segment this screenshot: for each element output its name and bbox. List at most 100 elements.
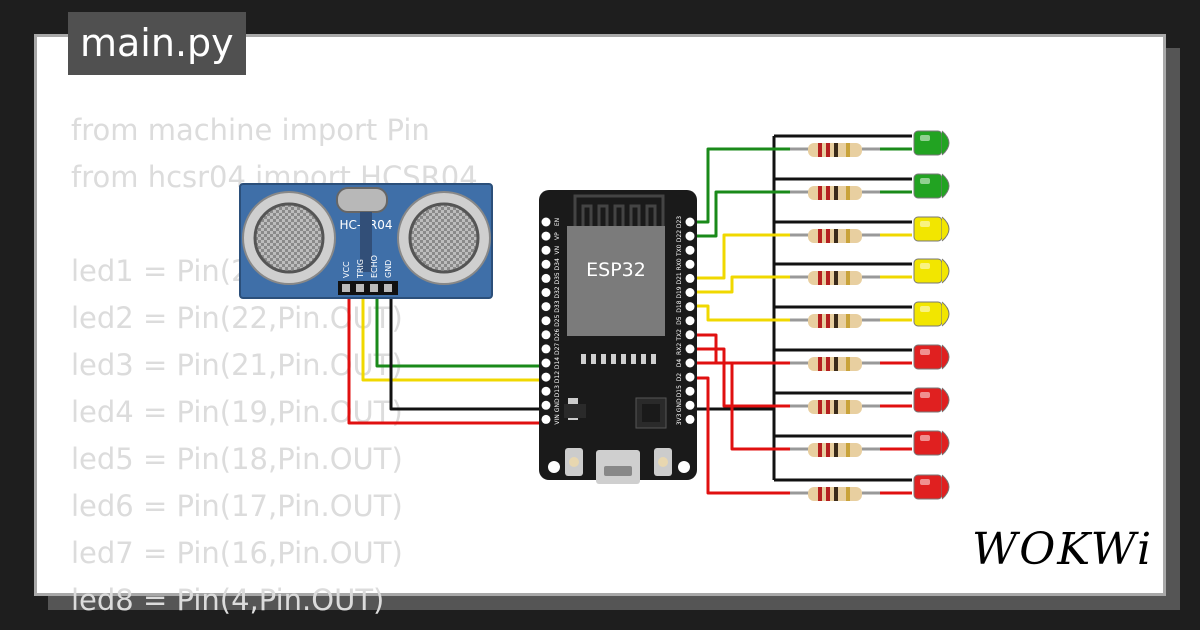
board-pin-label: D34 [554, 258, 561, 270]
board-pin-label: RX0 [676, 258, 683, 270]
board-label: ESP32 [586, 259, 646, 281]
board-pin-label: D26 [554, 328, 561, 340]
board-pin-label: TX0 [676, 244, 683, 257]
board-pin [685, 288, 695, 297]
board-pin-label: D18 [676, 300, 683, 312]
board-pin [541, 259, 551, 269]
board-pin [541, 386, 551, 396]
code-line: led2 = Pin(22,Pin.OUT) [71, 301, 403, 335]
led [913, 344, 943, 370]
board-pin [685, 316, 695, 326]
wires [347, 134, 912, 495]
board-pin-label: 3V3 [676, 413, 683, 425]
board-pin [541, 217, 551, 227]
board-pin-label: D2 [676, 373, 683, 382]
board-pin [685, 386, 695, 396]
board-pin-label: GND [554, 398, 561, 412]
board-pin [685, 231, 695, 241]
sensor-pin-label: ECHO [370, 255, 379, 278]
code-line: from machine import Pin [71, 113, 430, 147]
board-pin [541, 400, 551, 410]
board-pin [541, 344, 551, 354]
board-pin-label: D13 [554, 385, 561, 397]
wire-vcc [347, 292, 546, 425]
file-tab[interactable]: main.py [68, 12, 246, 75]
wire-led-signal [690, 190, 790, 238]
board-pin-label: D23 [676, 216, 683, 228]
led [913, 474, 943, 500]
led [913, 173, 943, 199]
board-pin [541, 302, 551, 312]
wire-led-signal [690, 347, 790, 408]
board-pin [685, 358, 695, 368]
board-pin-label: RX2 [676, 343, 683, 355]
led [913, 258, 943, 284]
board-pin-label: D14 [554, 357, 561, 369]
wokwi-logo: WOKWi [972, 524, 1154, 575]
board-pin [541, 330, 551, 340]
board-pins: ENVPVND34D35D32D33D25D26D27D14D12D13GNDV… [541, 216, 695, 425]
board-pin-label: D25 [554, 314, 561, 326]
board-pin [541, 316, 551, 326]
wire-echo [375, 292, 546, 368]
board-pin-label: D21 [676, 272, 683, 284]
board-pin-label: D19 [676, 286, 683, 298]
board-pin-label: D15 [676, 385, 683, 397]
wire-led-signal [690, 233, 790, 280]
wire-trig [361, 292, 546, 382]
card-shadow-bottom [48, 596, 1180, 610]
board-pin [541, 372, 551, 382]
board-pin [685, 273, 695, 283]
board-pin-label: EN [554, 218, 561, 226]
sensor-pin-label: GND [384, 260, 393, 278]
code-line: led3 = Pin(21,Pin.OUT) [71, 348, 403, 382]
wire-gnd [389, 292, 546, 411]
esp32-board[interactable]: ESP32 ENVPVND34D35D32D33D25D26D27D14D12D… [539, 190, 697, 484]
board-pin-label: D32 [554, 286, 561, 298]
board-pin-label: D33 [554, 300, 561, 312]
wire-led-signal [690, 147, 790, 224]
code-line: led7 = Pin(16,Pin.OUT) [71, 536, 403, 570]
board-pin [541, 288, 551, 297]
board-pin-label: VP [554, 232, 561, 240]
code-line: led5 = Pin(18,Pin.OUT) [71, 442, 403, 476]
board-pin [685, 330, 695, 340]
board-pin [541, 231, 551, 241]
board-pin-label: D27 [554, 343, 561, 355]
board-pin-label: GND [676, 398, 683, 412]
board-pin [541, 358, 551, 368]
board-pin-label: D12 [554, 371, 561, 383]
wire-led-signal [690, 275, 790, 294]
code-line: led4 = Pin(19,Pin.OUT) [71, 395, 403, 429]
wire-led-signal [690, 304, 790, 322]
board-pin [685, 414, 695, 424]
led-array [790, 130, 950, 501]
led [913, 430, 943, 456]
board-pin-label: TX2 [676, 329, 683, 342]
sensor-pin-label: TRIG [356, 259, 365, 279]
board-pin [541, 414, 551, 424]
card-shadow-right [1166, 48, 1180, 610]
led [913, 301, 943, 327]
board-pin [685, 217, 695, 227]
led [913, 387, 943, 413]
board-pin-label: D35 [554, 272, 561, 284]
board-pin-label: VN [554, 246, 561, 255]
board-pin [685, 259, 695, 269]
board-pin [541, 245, 551, 255]
board-pin [685, 245, 695, 255]
code-line: led6 = Pin(17,Pin.OUT) [71, 489, 403, 523]
board-pin [685, 372, 695, 382]
wire-led-signal [690, 361, 790, 451]
board-pin-label: D22 [676, 230, 683, 242]
wire-led-signal [690, 376, 790, 495]
board-pin [541, 273, 551, 283]
board-pin-label: D4 [676, 359, 683, 368]
board-pin [685, 344, 695, 354]
code-line: led8 = Pin(4,Pin.OUT) [71, 583, 385, 617]
board-pin [685, 400, 695, 410]
